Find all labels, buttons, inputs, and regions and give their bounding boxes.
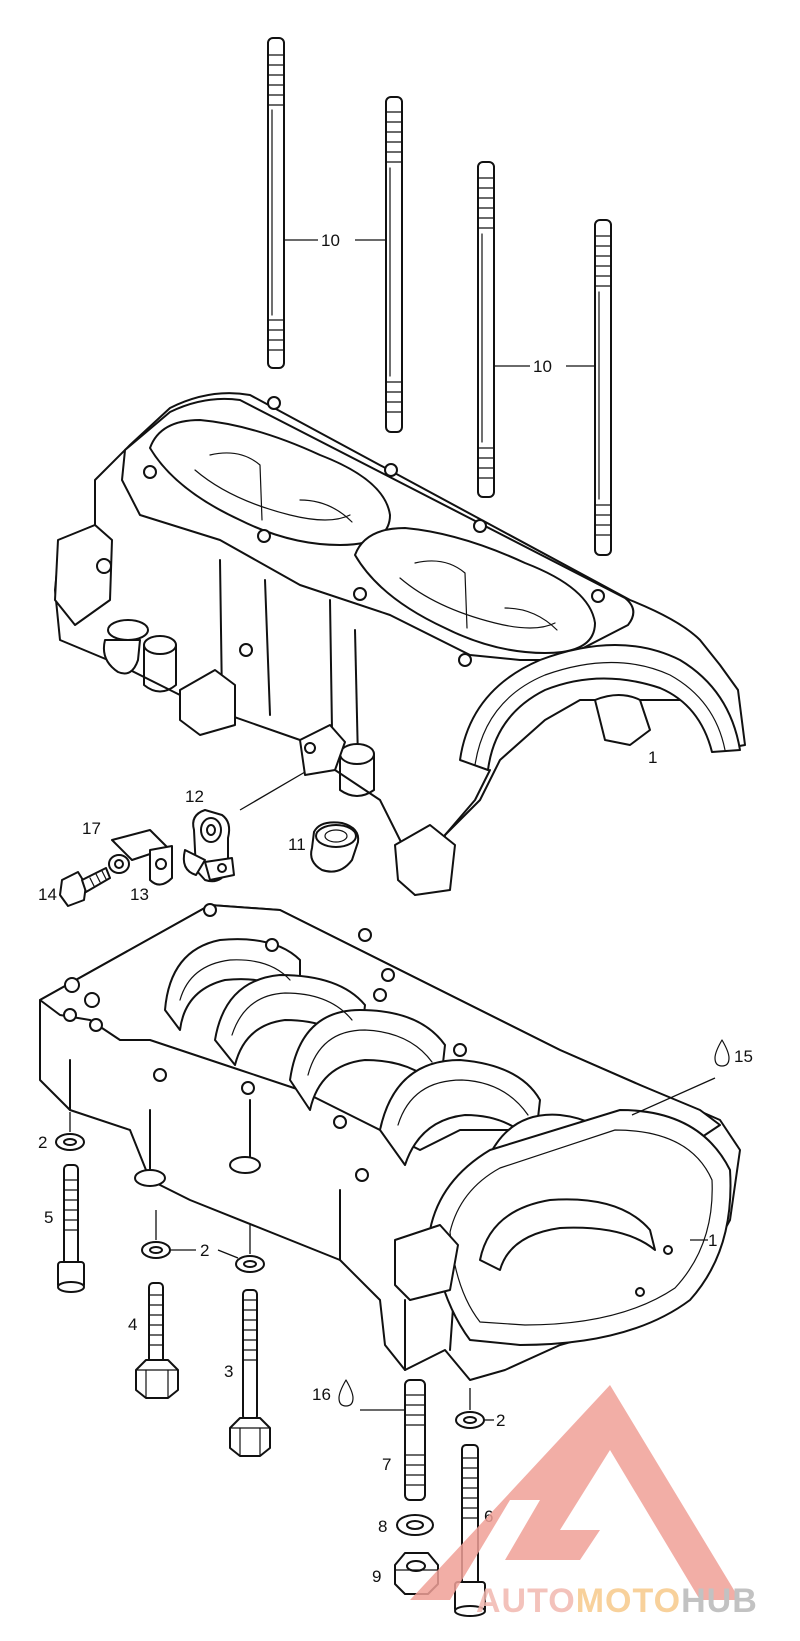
small-parts <box>59 771 360 907</box>
callout-10a: 10 <box>321 231 340 250</box>
callout-3: 3 <box>224 1362 233 1381</box>
callout-8: 8 <box>378 1517 387 1536</box>
leader-15 <box>631 1077 716 1116</box>
part-2-washer-b <box>141 1241 171 1259</box>
part-3-hex-bolt <box>229 1289 271 1457</box>
watermark-auto: AUTO <box>476 1582 576 1620</box>
leader-12 <box>239 771 306 811</box>
callout-4: 4 <box>128 1315 137 1334</box>
callout-13: 13 <box>130 885 149 904</box>
stud-bolts <box>267 37 612 556</box>
callout-2a: 2 <box>38 1133 47 1152</box>
callout-5: 5 <box>44 1208 53 1227</box>
stud-bolt-3 <box>477 161 495 498</box>
callout-12: 12 <box>185 787 204 806</box>
part-12-clamp <box>182 809 235 883</box>
part-14-bolt <box>59 867 111 907</box>
callout-7: 7 <box>382 1455 391 1474</box>
callout-1-lower: 1 <box>708 1231 717 1250</box>
upper-crankcase <box>54 392 746 896</box>
part-4-hex-bolt <box>135 1282 179 1399</box>
callout-2b: 2 <box>200 1241 209 1260</box>
callout-10b: 10 <box>533 357 552 376</box>
part-7-stud <box>404 1379 426 1501</box>
part-2-washer-c <box>235 1255 265 1273</box>
part-13-washer <box>108 854 130 874</box>
stud-bolt-4 <box>594 219 612 556</box>
callout-2c: 2 <box>496 1411 505 1430</box>
stud-bolt-1 <box>267 37 285 369</box>
callout-16: 16 <box>312 1385 331 1404</box>
thread-lock-drop-icon <box>338 1379 354 1407</box>
part-17-bracket <box>111 829 173 886</box>
deck-bolt-holes <box>143 396 605 667</box>
watermark-moto: MOTO <box>576 1582 681 1620</box>
sealant-drop-icon <box>714 1039 730 1067</box>
callout-9: 9 <box>372 1567 381 1586</box>
svg-text:AUTOMOTOHUB: AUTOMOTOHUB <box>476 1582 758 1620</box>
callout-14: 14 <box>38 885 57 904</box>
callout-11: 11 <box>288 835 306 854</box>
stud-bolt-2 <box>385 96 403 433</box>
part-5-cap-screw <box>57 1164 85 1293</box>
part-11-grommet <box>310 821 360 873</box>
part-2-washer-a <box>55 1133 85 1151</box>
callout-15: 15 <box>734 1047 753 1066</box>
part-8-washer <box>396 1514 434 1536</box>
lower-crankcase <box>39 903 741 1381</box>
automotohub-logo-icon <box>410 1385 740 1600</box>
automotohub-watermark: AUTOMOTOHUB <box>410 1385 758 1620</box>
callout-17: 17 <box>82 819 101 838</box>
part-2-washer-d <box>455 1411 485 1429</box>
callout-1-upper: 1 <box>648 748 657 767</box>
watermark-hub: HUB <box>681 1582 758 1620</box>
leader-2b-right <box>217 1249 239 1259</box>
